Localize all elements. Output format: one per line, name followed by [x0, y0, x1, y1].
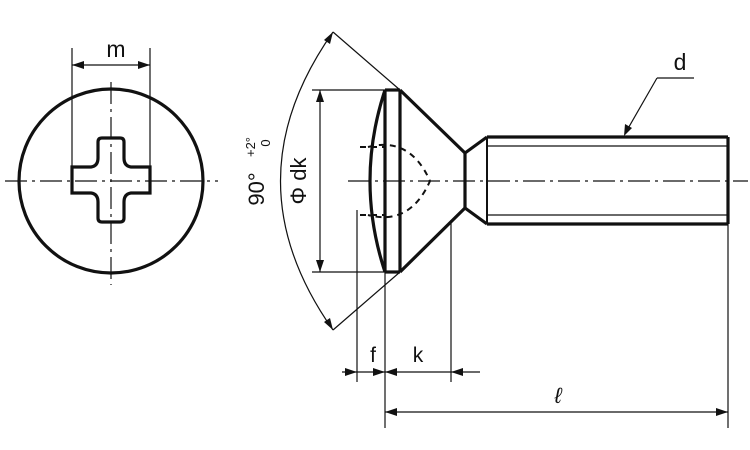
cone-upper-edge	[398, 88, 467, 155]
side-view	[348, 88, 748, 274]
angle-base-label: 90°	[244, 172, 269, 205]
phi-dk-label: Φ dk	[286, 157, 311, 205]
m-label: m	[106, 36, 125, 62]
cone-lower-edge	[398, 206, 467, 274]
dk-arrow-top	[316, 90, 324, 102]
f-arrow-left	[345, 368, 357, 376]
k-arrow-left	[373, 368, 385, 376]
end-view: m	[5, 36, 218, 285]
m-arrow-left	[72, 61, 84, 69]
m-arrow-right	[138, 61, 150, 69]
angle-arc	[280, 31, 334, 331]
d-leader-arrow	[624, 124, 632, 136]
angle-arrow-top	[324, 32, 333, 44]
k-arrow-right	[451, 368, 463, 376]
length-arrow-left	[385, 408, 397, 416]
angle-extension-top	[332, 31, 401, 91]
d-leader-diagonal	[625, 77, 658, 133]
f-arrow-right	[385, 368, 397, 376]
dk-arrow-bottom	[316, 260, 324, 272]
length-label: ℓ	[553, 383, 562, 408]
angle-tol-zero: 0	[258, 139, 273, 146]
angle-extension-bottom	[332, 271, 401, 331]
cross-recess	[70, 136, 152, 224]
length-arrow-right	[716, 408, 728, 416]
angle-tol-plus: +2°	[243, 137, 258, 157]
angle-label-group: 90° +2° 0	[243, 137, 273, 206]
shank-chamfer-bottom	[464, 206, 488, 226]
shank-chamfer-top	[464, 135, 488, 155]
angle-arrow-bottom	[324, 318, 333, 330]
dimensions: Φ dk 90° +2° 0 f k ℓ d	[243, 31, 729, 428]
k-label: k	[413, 344, 424, 367]
f-label: f	[370, 344, 376, 367]
d-label: d	[674, 49, 687, 75]
